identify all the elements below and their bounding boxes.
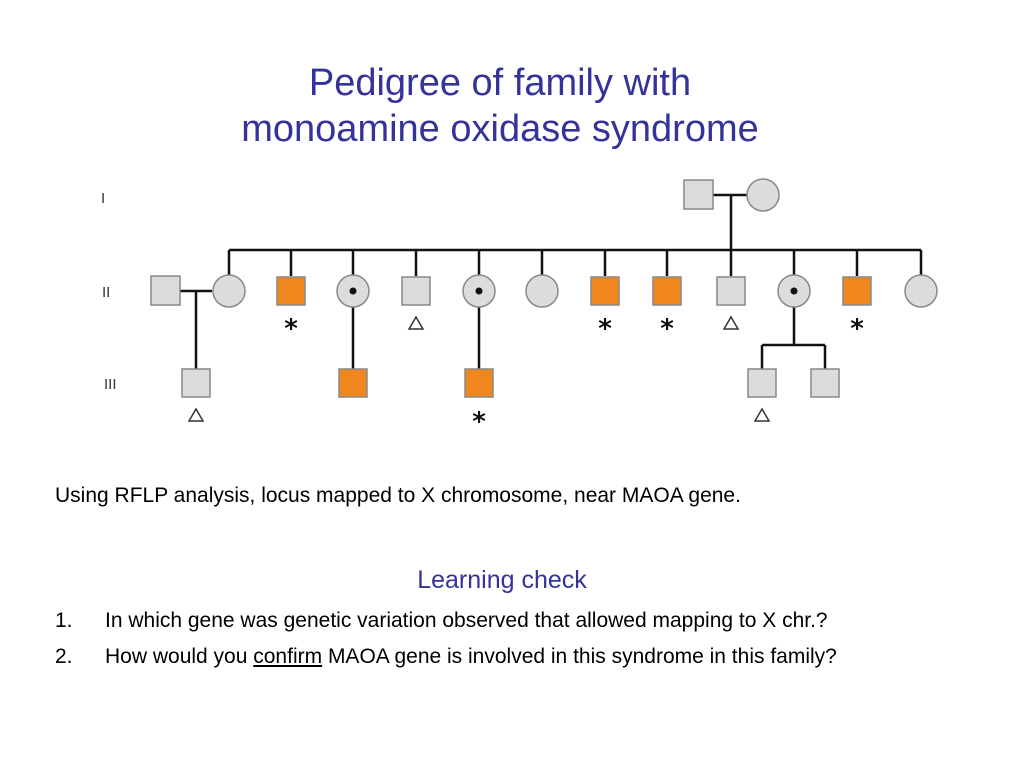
individual-II-9-male	[716, 276, 746, 306]
individual-I-1-male	[683, 179, 714, 210]
generation-label-3: III	[104, 376, 117, 393]
individual-II-12-female	[904, 274, 938, 308]
star-marker-II-8: *	[660, 314, 674, 344]
generation-label-2: II	[102, 284, 110, 301]
generation-III	[181, 368, 840, 398]
individual-III-2-male-affected	[338, 368, 368, 398]
individual-II-4-male	[401, 276, 431, 306]
question-text: How would you confirm MAOA gene is invol…	[105, 642, 1005, 671]
carrier-dot-II-3	[349, 287, 357, 295]
question-2: 2. How would you confirm MAOA gene is in…	[55, 642, 1005, 671]
triangle-marker-II-9	[722, 315, 740, 330]
pedigree-diagram: I II III	[101, 178, 938, 437]
learning-check-questions: 1. In which gene was genetic variation o…	[55, 606, 1005, 678]
individual-III-4-male	[747, 368, 777, 398]
individual-II-2-male-affected	[276, 276, 306, 306]
star-markers: * * * * *	[284, 314, 864, 437]
generation-label-1: I	[101, 190, 105, 207]
individual-II-spouse-male	[150, 275, 181, 306]
question-number: 1.	[55, 609, 73, 632]
carrier-dot-II-5	[475, 287, 483, 295]
individual-II-7-male-affected	[590, 276, 620, 306]
generation-I	[683, 178, 780, 212]
question-text-before: How would you	[105, 645, 254, 668]
individual-III-1-male	[181, 368, 211, 398]
question-text-after: MAOA gene is involved in this syndrome i…	[322, 645, 837, 668]
individual-III-5-male	[810, 368, 840, 398]
rflp-summary: Using RFLP analysis, locus mapped to X c…	[55, 484, 741, 507]
question-1: 1. In which gene was genetic variation o…	[55, 606, 1005, 635]
triangle-marker-III-4	[753, 407, 771, 422]
star-marker-II-2: *	[284, 314, 298, 344]
pedigree-lines	[180, 193, 923, 369]
triangle-marker-III-1	[187, 407, 205, 422]
individual-I-2-female	[746, 178, 780, 212]
individual-II-8-male-affected	[652, 276, 682, 306]
slide-title: Pedigree of family with monoamine oxidas…	[0, 60, 1000, 152]
triangle-marker-II-4	[407, 315, 425, 330]
individual-II-6-female	[525, 274, 559, 308]
question-text: In which gene was genetic variation obse…	[105, 609, 828, 632]
triangle-markers	[187, 315, 771, 422]
title-line-1: Pedigree of family with	[308, 62, 692, 104]
question-number: 2.	[55, 645, 73, 668]
carrier-dot-II-10	[790, 287, 798, 295]
question-emphasis: confirm	[253, 645, 323, 668]
individual-II-11-male-affected	[842, 276, 872, 306]
star-marker-II-11: *	[850, 314, 864, 344]
individual-III-3-male-affected	[464, 368, 494, 398]
learning-check-heading: Learning check	[417, 566, 587, 594]
star-marker-III-3: *	[472, 407, 486, 437]
generation-II	[150, 274, 938, 308]
individual-II-1-female	[212, 274, 246, 308]
title-line-2: monoamine oxidase syndrome	[241, 108, 759, 150]
star-marker-II-7: *	[598, 314, 612, 344]
